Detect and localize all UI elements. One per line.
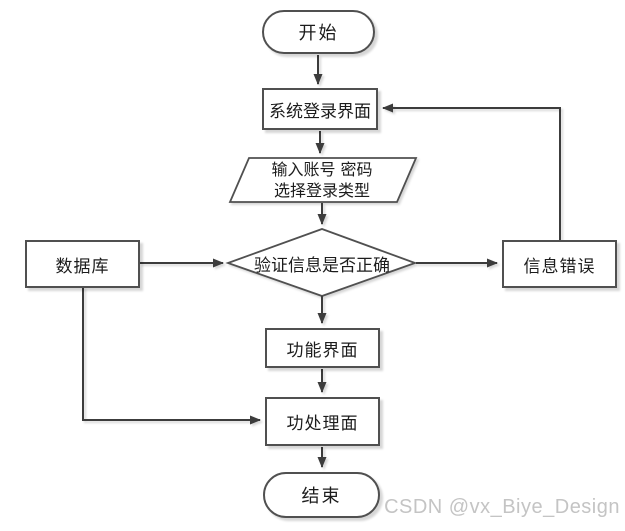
node-input-line1: 输入账号 密码 xyxy=(271,160,373,179)
node-input-account: 输入账号 密码 选择登录类型 xyxy=(240,158,404,202)
node-decision-verify: 验证信息是否正确 xyxy=(237,246,407,280)
node-decision-label: 验证信息是否正确 xyxy=(254,255,390,276)
node-handler-screen: 功处理面 xyxy=(265,397,380,446)
node-login-label: 系统登录界面 xyxy=(269,101,371,122)
node-info-error-label: 信息错误 xyxy=(523,256,596,277)
node-function-screen: 功能界面 xyxy=(265,328,380,368)
node-database-label: 数据库 xyxy=(55,256,110,277)
node-end: 结束 xyxy=(263,472,380,518)
node-login-screen: 系统登录界面 xyxy=(262,88,378,130)
edge-error-to-login xyxy=(382,103,561,240)
edge-database-to-handler xyxy=(82,287,261,425)
node-info-error: 信息错误 xyxy=(502,240,617,288)
node-start-label: 开始 xyxy=(298,23,339,44)
node-database: 数据库 xyxy=(25,240,140,288)
csdn-watermark: CSDN @vx_Biye_Design xyxy=(384,496,620,518)
node-handler-label: 功处理面 xyxy=(286,414,359,434)
parallelogram-shape-input xyxy=(228,157,418,203)
node-input-line2: 选择登录类型 xyxy=(273,181,370,200)
node-start: 开始 xyxy=(262,10,375,54)
node-end-label: 结束 xyxy=(301,486,342,507)
node-function-label: 功能界面 xyxy=(286,340,359,361)
